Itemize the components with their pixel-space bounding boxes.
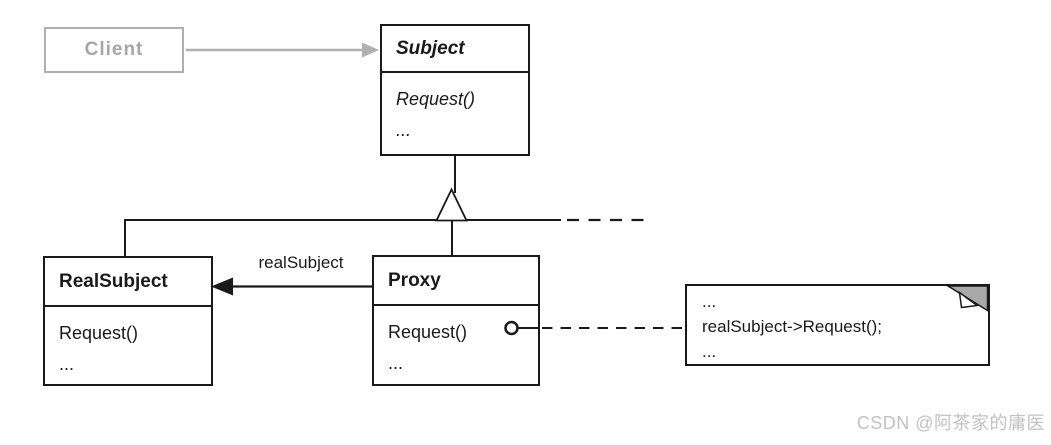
association-label-realsubject: realSubject: [258, 253, 344, 272]
method-subject-request: Request(): [396, 89, 476, 109]
class-box-proxy: Proxy Request() ...: [372, 255, 540, 386]
method-realsubject-ellipsis: ...: [59, 354, 75, 374]
class-methods-proxy: Request() ...: [374, 306, 538, 384]
class-box-client: Client: [44, 27, 184, 73]
association-arrowhead-icon: [211, 277, 233, 296]
class-methods-subject: Request() ...: [382, 73, 528, 154]
class-box-realsubject: RealSubject Request() ...: [43, 256, 213, 386]
class-methods-realsubject: Request() ...: [45, 307, 211, 384]
client-arrowhead-icon: [362, 42, 379, 58]
class-title-realsubject: RealSubject: [45, 258, 211, 307]
class-box-subject: Subject Request() ...: [380, 24, 530, 156]
class-title-client: Client: [84, 39, 144, 60]
note-box-code: ... realSubject->Request(); ...: [685, 284, 990, 366]
note-line-1: ...: [702, 292, 717, 311]
inheritance-triangle-icon: [435, 187, 468, 222]
csdn-watermark: CSDN @阿茶家的庸医: [856, 413, 1045, 433]
class-title-proxy: Proxy: [374, 257, 538, 306]
method-subject-ellipsis: ...: [396, 120, 412, 140]
method-proxy-request: Request(): [388, 322, 468, 342]
note-line-3: ...: [702, 342, 717, 361]
note-line-2: realSubject->Request();: [702, 317, 883, 336]
method-proxy-ellipsis: ...: [388, 353, 404, 373]
method-realsubject-request: Request(): [59, 323, 139, 343]
class-title-subject: Subject: [382, 26, 528, 73]
